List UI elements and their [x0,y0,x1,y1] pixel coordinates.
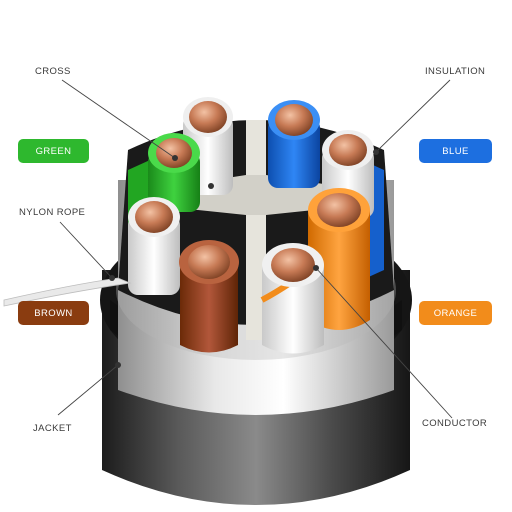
wire-white-mid-left [128,197,180,295]
blue-badge: BLUE [419,139,492,163]
nylon-rope [3,277,132,307]
cross-leader [61,79,176,159]
nylon-rope-leader [59,221,113,279]
leader-dots [109,149,379,368]
cross-label: CROSS [35,66,71,77]
wire-brown [179,240,239,353]
insulation-label: INSULATION [425,66,486,77]
insulation-leader [375,79,451,153]
leader-lines [57,79,453,419]
jacket-leader [57,364,119,416]
wire-blue [268,100,320,188]
orange-badge: ORANGE [419,301,492,325]
jacket-label: JACKET [33,423,72,434]
conductor-label: CONDUCTOR [422,418,488,429]
wire-white-bottom-right [260,243,324,354]
wire-white-top-left [183,97,233,195]
nylon-rope-label: NYLON ROPE [19,207,86,218]
green-badge: GREEN [18,139,89,163]
brown-badge: BROWN [18,301,89,325]
conductor-leader [315,267,453,419]
wire-green [148,133,200,212]
